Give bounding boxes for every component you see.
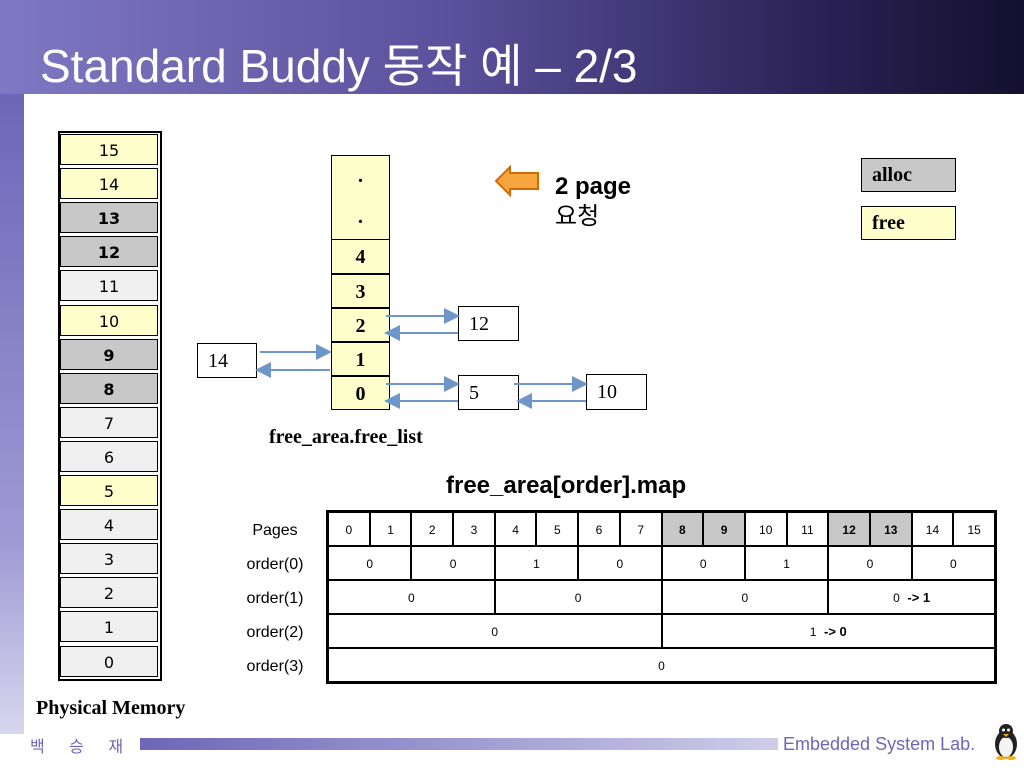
memory-page-5: 5: [60, 475, 158, 506]
map-page-10: 10: [744, 512, 787, 546]
map-bit-change-note: -> 0: [820, 624, 847, 639]
map-bit-value: 0: [366, 557, 374, 571]
memory-page-14: 14: [60, 168, 158, 200]
map-bit-value: 0: [574, 591, 582, 605]
map-bit: 0: [411, 546, 495, 580]
legend-free: free: [861, 206, 956, 240]
free-list-order-3: 3: [331, 274, 390, 308]
map-page-8: 8: [661, 512, 704, 546]
physical-memory-outline: [58, 131, 162, 681]
map-bit-change-note: -> 1: [903, 590, 931, 605]
map-row-label: order(1): [246, 590, 304, 607]
map-bit-value: 0: [449, 557, 457, 571]
footer-author: 백 승 재: [30, 739, 134, 756]
map-bit-value: 1: [809, 625, 817, 639]
memory-page-4: 4: [60, 509, 158, 541]
map-page-6: 6: [578, 512, 620, 546]
footer-lab-name: Embedded System Lab.: [783, 734, 976, 754]
free-list-label: free_area.free_list: [269, 426, 423, 448]
memory-page-3: 3: [60, 543, 158, 575]
map-bit-value: 0: [491, 625, 499, 639]
memory-page-2: 2: [60, 577, 158, 609]
request-arrow-icon: [494, 164, 539, 198]
map-pages-label: Pages: [252, 522, 298, 539]
map-bit: 0 -> 1: [828, 580, 995, 614]
map-bit-value: 0: [741, 591, 749, 605]
map-page-3: 3: [453, 512, 495, 546]
map-page-7: 7: [619, 512, 662, 546]
free-list-order-4: 2: [331, 308, 390, 342]
map-bit-value: 0: [893, 591, 900, 605]
free-list-node-14: 14: [197, 343, 257, 378]
penguin-logo-icon: [995, 724, 1017, 760]
side-stripe: [0, 94, 24, 734]
map-bit: 0: [828, 546, 912, 580]
map-row-label: order(0): [246, 556, 304, 573]
free-list-order-5: 1: [331, 342, 390, 376]
map-bit-value: 0: [699, 557, 707, 571]
map-row-label: order(3): [246, 658, 304, 675]
physical-memory-label: Physical Memory: [36, 697, 186, 719]
request-line1: 2 page: [555, 173, 632, 200]
map-bit: 0: [578, 546, 662, 580]
map-bit-value: 0: [658, 659, 665, 673]
map-bit: 0: [328, 648, 995, 682]
free-list-order-0: ·: [331, 155, 390, 205]
free-list-node-5: 5: [458, 375, 519, 410]
map-bit: 1 -> 0: [661, 614, 995, 648]
map-bit: 0: [911, 546, 995, 580]
memory-page-9: 9: [60, 338, 158, 370]
memory-page-10: 10: [60, 304, 158, 336]
memory-page-8: 8: [60, 372, 158, 404]
map-row-label: order(2): [246, 624, 304, 641]
map-bit: 0: [494, 580, 662, 614]
memory-page-12: 12: [60, 236, 158, 268]
memory-page-13: 13: [60, 202, 158, 234]
map-page-2: 2: [411, 512, 454, 546]
map-bit: 1: [744, 546, 829, 580]
map-bit: 0: [661, 580, 829, 614]
free-list-node-12: 12: [458, 306, 519, 341]
memory-page-1: 1: [60, 611, 158, 643]
footer-bar: [140, 738, 778, 750]
map-bit-value: 1: [533, 557, 540, 571]
slide-title: Standard Buddy 동작 예 – 2/3: [40, 40, 638, 92]
map-page-12: 12: [828, 512, 870, 546]
free-list-order-1: ·: [331, 205, 390, 240]
request-line2: 요청: [555, 203, 600, 230]
memory-page-11: 11: [60, 270, 158, 302]
map-page-11: 11: [786, 512, 829, 546]
free-list-order-6: 0: [331, 376, 390, 410]
map-bit: 0: [661, 546, 745, 580]
map-page-1: 1: [369, 512, 412, 546]
map-bit-value: 0: [866, 557, 874, 571]
free-list-order-2: 4: [331, 240, 390, 274]
map-bit-value: 0: [408, 591, 415, 605]
map-page-0: 0: [328, 512, 370, 546]
map-bit-value: 0: [616, 557, 624, 571]
map-page-14: 14: [911, 512, 954, 546]
memory-page-6: 6: [60, 440, 158, 472]
map-bit-value: 0: [949, 557, 957, 571]
memory-page-7: 7: [60, 406, 158, 438]
map-title: free_area[order].map: [446, 472, 687, 499]
title-bar: [0, 0, 1024, 94]
map-page-9: 9: [703, 512, 745, 546]
request-label: 2 page 요청: [555, 172, 631, 232]
map-bit: 0: [328, 614, 662, 648]
memory-page-0: 0: [60, 645, 158, 677]
map-page-13: 13: [869, 512, 912, 546]
map-page-5: 5: [536, 512, 579, 546]
map-page-15: 15: [953, 512, 995, 546]
free-list-node-10: 10: [586, 374, 647, 410]
map-bit: 0: [328, 546, 412, 580]
map-bit-value: 1: [783, 557, 790, 571]
map-bit: 1: [494, 546, 579, 580]
map-page-4: 4: [494, 512, 537, 546]
legend-alloc: alloc: [861, 158, 956, 192]
memory-page-15: 15: [60, 134, 158, 165]
map-bit: 0: [328, 580, 495, 614]
